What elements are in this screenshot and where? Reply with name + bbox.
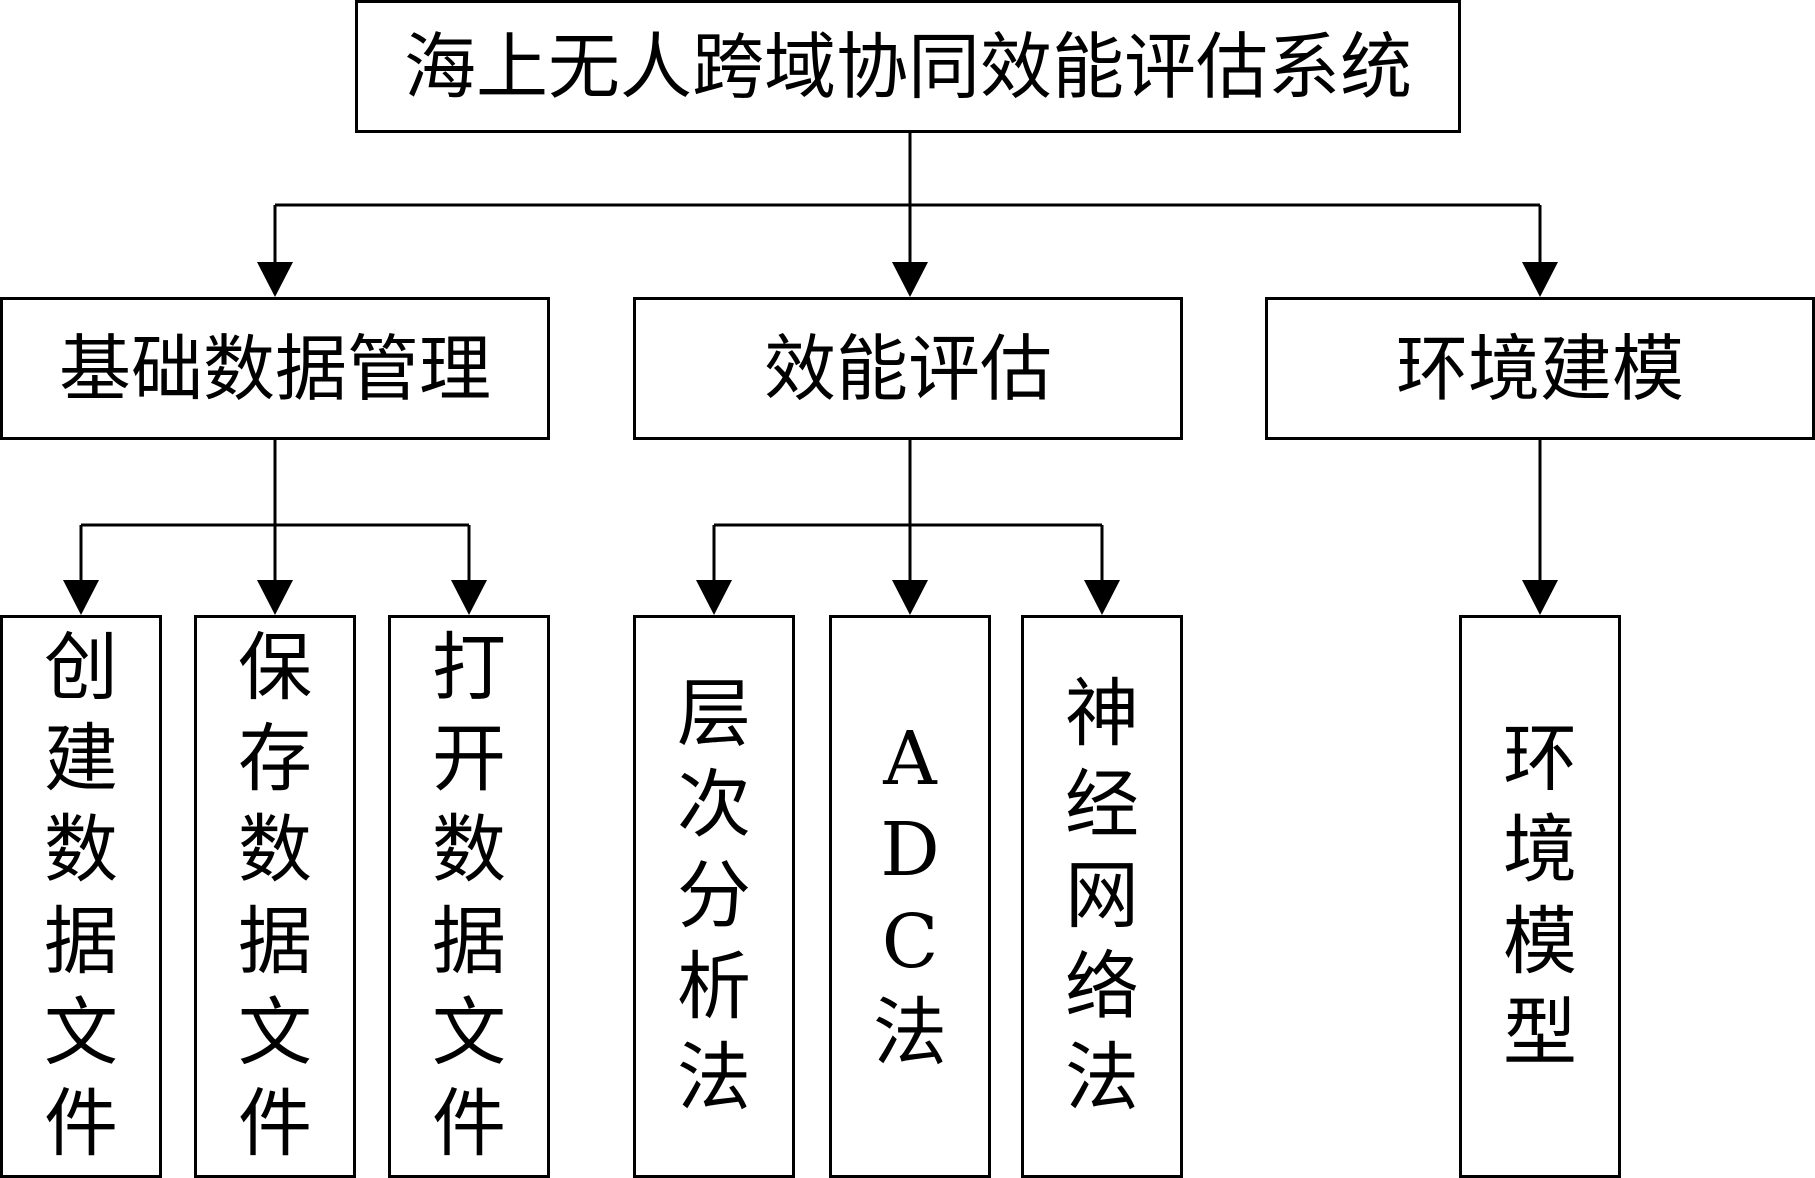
leaf-neural-network-method: 神经网络法 — [1021, 615, 1183, 1178]
leaf-label: 层次分析法 — [677, 670, 751, 1122]
arrowhead-basic — [257, 262, 293, 297]
arrowhead-envm — [1522, 580, 1558, 615]
category-label: 效能评估 — [763, 326, 1052, 411]
category-basic-data-management: 基础数据管理 — [0, 297, 550, 440]
category-environment-modeling: 环境建模 — [1265, 297, 1815, 440]
arrowhead-ahp — [696, 580, 732, 615]
category-label: 环境建模 — [1395, 326, 1684, 411]
arrowhead-nn — [1084, 580, 1120, 615]
arrowhead-env — [1522, 262, 1558, 297]
leaf-label: 环境模型 — [1503, 716, 1577, 1076]
leaf-environment-model: 环境模型 — [1459, 615, 1621, 1178]
leaf-label: ADC法 — [873, 716, 947, 1076]
root-node-label: 海上无人跨域协同效能评估系统 — [403, 24, 1412, 109]
arrowhead-create — [63, 580, 99, 615]
arrowhead-open — [451, 580, 487, 615]
category-label: 基础数据管理 — [58, 326, 491, 411]
leaf-open-data-file: 打开数据文件 — [388, 615, 550, 1178]
root-node-box: 海上无人跨域协同效能评估系统 — [355, 0, 1461, 133]
leaf-analytic-hierarchy-process: 层次分析法 — [633, 615, 795, 1178]
leaf-save-data-file: 保存数据文件 — [194, 615, 356, 1178]
leaf-label: 打开数据文件 — [432, 625, 506, 1167]
leaf-label: 神经网络法 — [1065, 670, 1139, 1122]
arrowhead-eval — [892, 262, 928, 297]
arrowhead-adc — [892, 580, 928, 615]
leaf-label: 保存数据文件 — [238, 625, 312, 1167]
leaf-adc-method: ADC法 — [829, 615, 991, 1178]
arrowhead-save — [257, 580, 293, 615]
category-effectiveness-evaluation: 效能评估 — [633, 297, 1183, 440]
leaf-create-data-file: 创建数据文件 — [0, 615, 162, 1178]
leaf-label: 创建数据文件 — [44, 625, 118, 1167]
